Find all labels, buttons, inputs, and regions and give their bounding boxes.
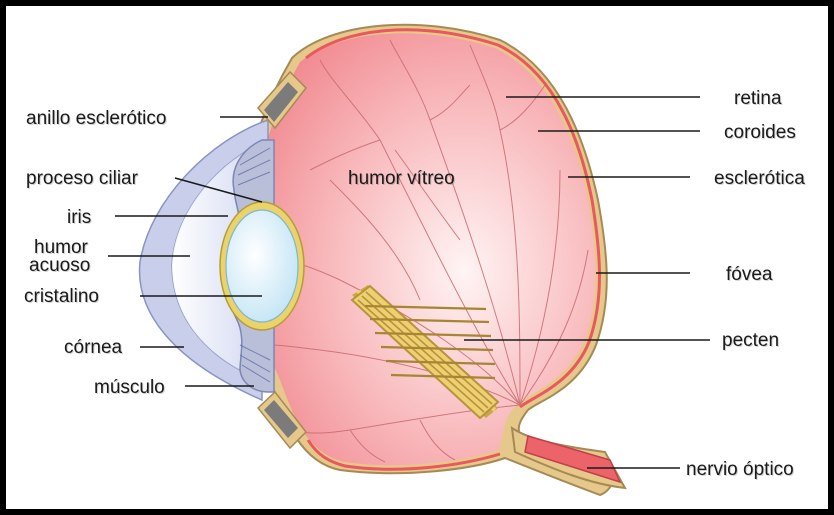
lens [226, 210, 298, 322]
label-humor-acuoso-2: acuoso [29, 255, 90, 276]
label-esclerotica: esclerótica [714, 168, 805, 189]
label-fovea: fóvea [726, 264, 773, 285]
label-cornea: córnea [64, 337, 123, 358]
label-pecten: pecten [722, 330, 779, 351]
label-cristalino: cristalino [24, 286, 99, 307]
label-nervio-optico: nervio óptico [686, 459, 794, 480]
label-anillo-esclerotico: anillo esclerótico [26, 108, 166, 129]
label-musculo: músculo [94, 377, 165, 398]
label-retina: retina [734, 88, 782, 109]
label-proceso-ciliar: proceso ciliar [26, 168, 139, 189]
label-coroides: coroides [724, 122, 796, 143]
label-iris: iris [67, 207, 91, 228]
label-humor-vitreo: humor vítreo [348, 168, 455, 189]
